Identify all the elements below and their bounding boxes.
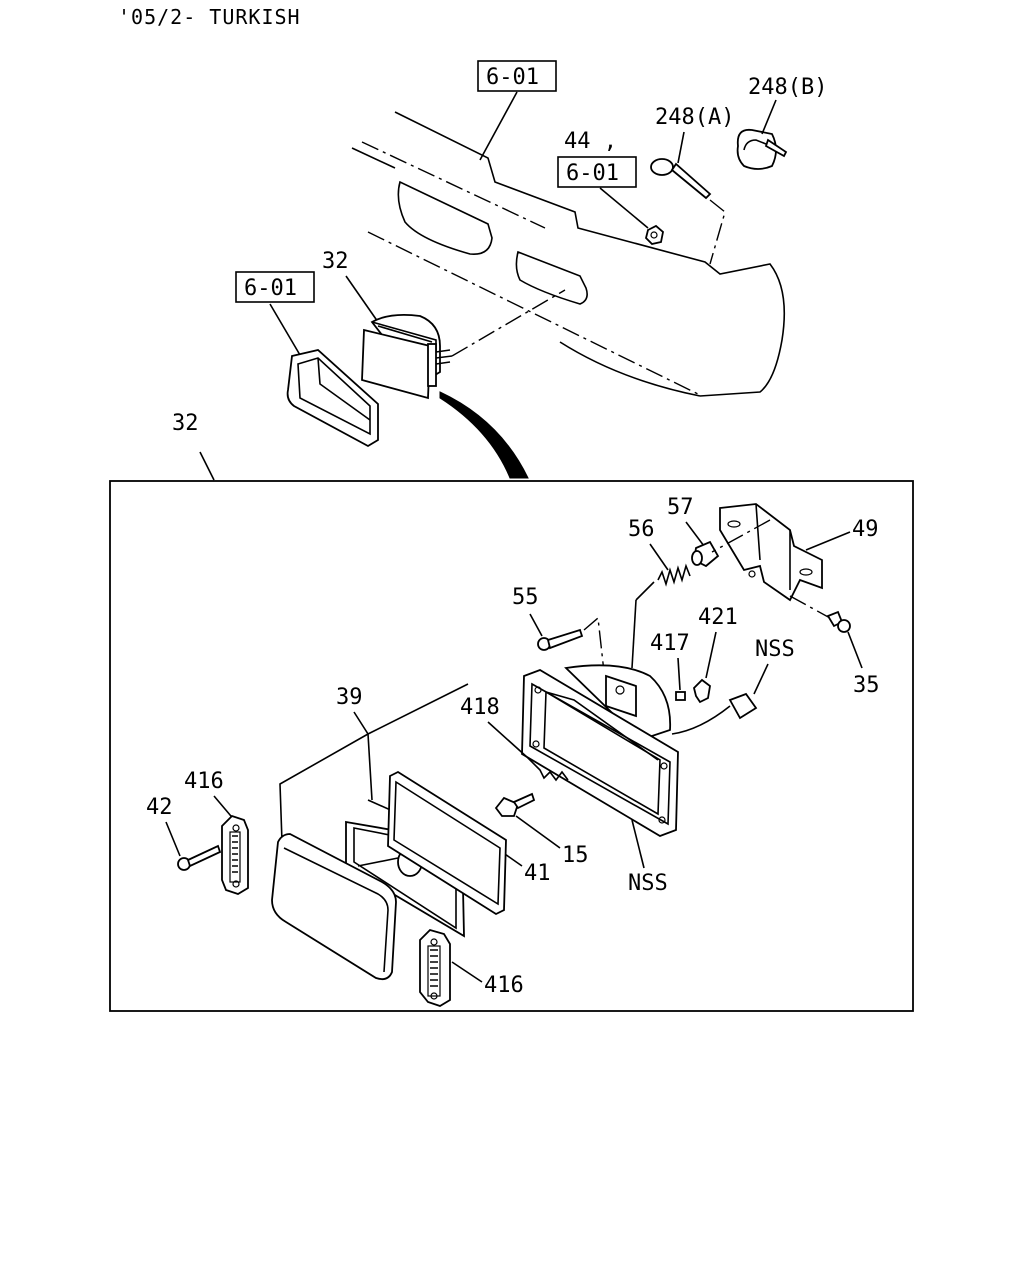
leader-39-b: [353, 711, 373, 801]
clip-416-bottom: [419, 928, 451, 1007]
leader-35: [847, 631, 863, 669]
clip-248b: [736, 99, 788, 170]
label-49: 49: [852, 517, 879, 542]
detail-frame: [109, 480, 914, 1012]
bezel: [286, 349, 379, 448]
bulb-15: [494, 792, 536, 817]
detail-pointer: [439, 391, 529, 479]
label-248b: 248(B): [748, 75, 827, 100]
nut-57: [691, 540, 720, 568]
label-42: 42: [146, 795, 173, 820]
label-nss-top: NSS: [755, 637, 795, 662]
leader-bracket-screw: [789, 595, 831, 619]
label-41: 41: [524, 861, 551, 886]
label-416-bottom: 416: [484, 973, 524, 998]
ref-left-label: 6-01: [244, 276, 297, 301]
leader-nss-top: [753, 663, 769, 695]
bumper: [351, 111, 786, 397]
leader-57: [685, 521, 705, 547]
leader-nut: [599, 187, 649, 229]
label-417: 417: [650, 631, 690, 656]
pin-417: [675, 691, 686, 701]
label-248a: 248(A): [655, 105, 734, 130]
spring-418: [487, 721, 569, 782]
part-421: [693, 678, 711, 704]
ref-box-left[interactable]: 6-01: [235, 271, 315, 303]
screw-42: [177, 844, 222, 871]
leader-421: [705, 631, 717, 679]
ref-nut-label: 6-01: [566, 161, 619, 186]
ref-box-nut[interactable]: 6-01: [557, 156, 637, 188]
label-421: 421: [698, 605, 738, 630]
label-44: 44 ,: [564, 129, 617, 154]
leader-clip-bumper: [709, 199, 726, 265]
gasket-41: [387, 770, 507, 916]
leader-lamp-bumper: [451, 289, 566, 357]
leader-55: [529, 613, 543, 637]
ref-box-top[interactable]: 6-01: [477, 60, 557, 92]
housing-nss: [521, 664, 679, 837]
label-15: 15: [562, 843, 589, 868]
leader-32-detail: [199, 451, 215, 481]
label-418: 418: [460, 695, 500, 720]
label-nss-bottom: NSS: [628, 871, 668, 896]
leader-32-top: [345, 275, 379, 323]
label-32-top: 32: [322, 249, 349, 274]
leader-42: [165, 821, 181, 857]
bolt-55: [537, 628, 584, 651]
connector-nss: [671, 692, 758, 735]
label-32-detail: 32: [172, 411, 199, 436]
leader-417: [677, 657, 681, 691]
bracket-49: [719, 503, 823, 602]
leader-416-bottom: [451, 961, 483, 983]
nut-44: [645, 224, 664, 245]
screw-35: [826, 610, 851, 633]
leader-15: [515, 815, 561, 849]
leader-spring: [635, 581, 655, 601]
fog-lamp-small: [361, 313, 453, 400]
leader-49: [805, 531, 851, 551]
label-39: 39: [336, 685, 363, 710]
label-56: 56: [628, 517, 655, 542]
clip-416-top: [221, 814, 249, 895]
leader-ref-left: [269, 303, 301, 356]
leader-spring-housing: [631, 599, 637, 669]
lens: [271, 833, 397, 981]
leader-56: [649, 543, 669, 571]
label-57: 57: [667, 495, 694, 520]
leader-nss-bottom: [631, 819, 645, 869]
ref-top-label: 6-01: [486, 65, 539, 90]
leader-39-a: [279, 683, 469, 843]
leader-bracket-nut: [711, 519, 771, 553]
clip-248a: [650, 131, 712, 200]
spring-56: [657, 563, 691, 587]
label-35: 35: [853, 673, 880, 698]
label-55: 55: [512, 585, 539, 610]
leader-ref-top: [479, 91, 518, 161]
header-text: '05/2- TURKISH: [118, 5, 301, 29]
label-416-top: 416: [184, 769, 224, 794]
